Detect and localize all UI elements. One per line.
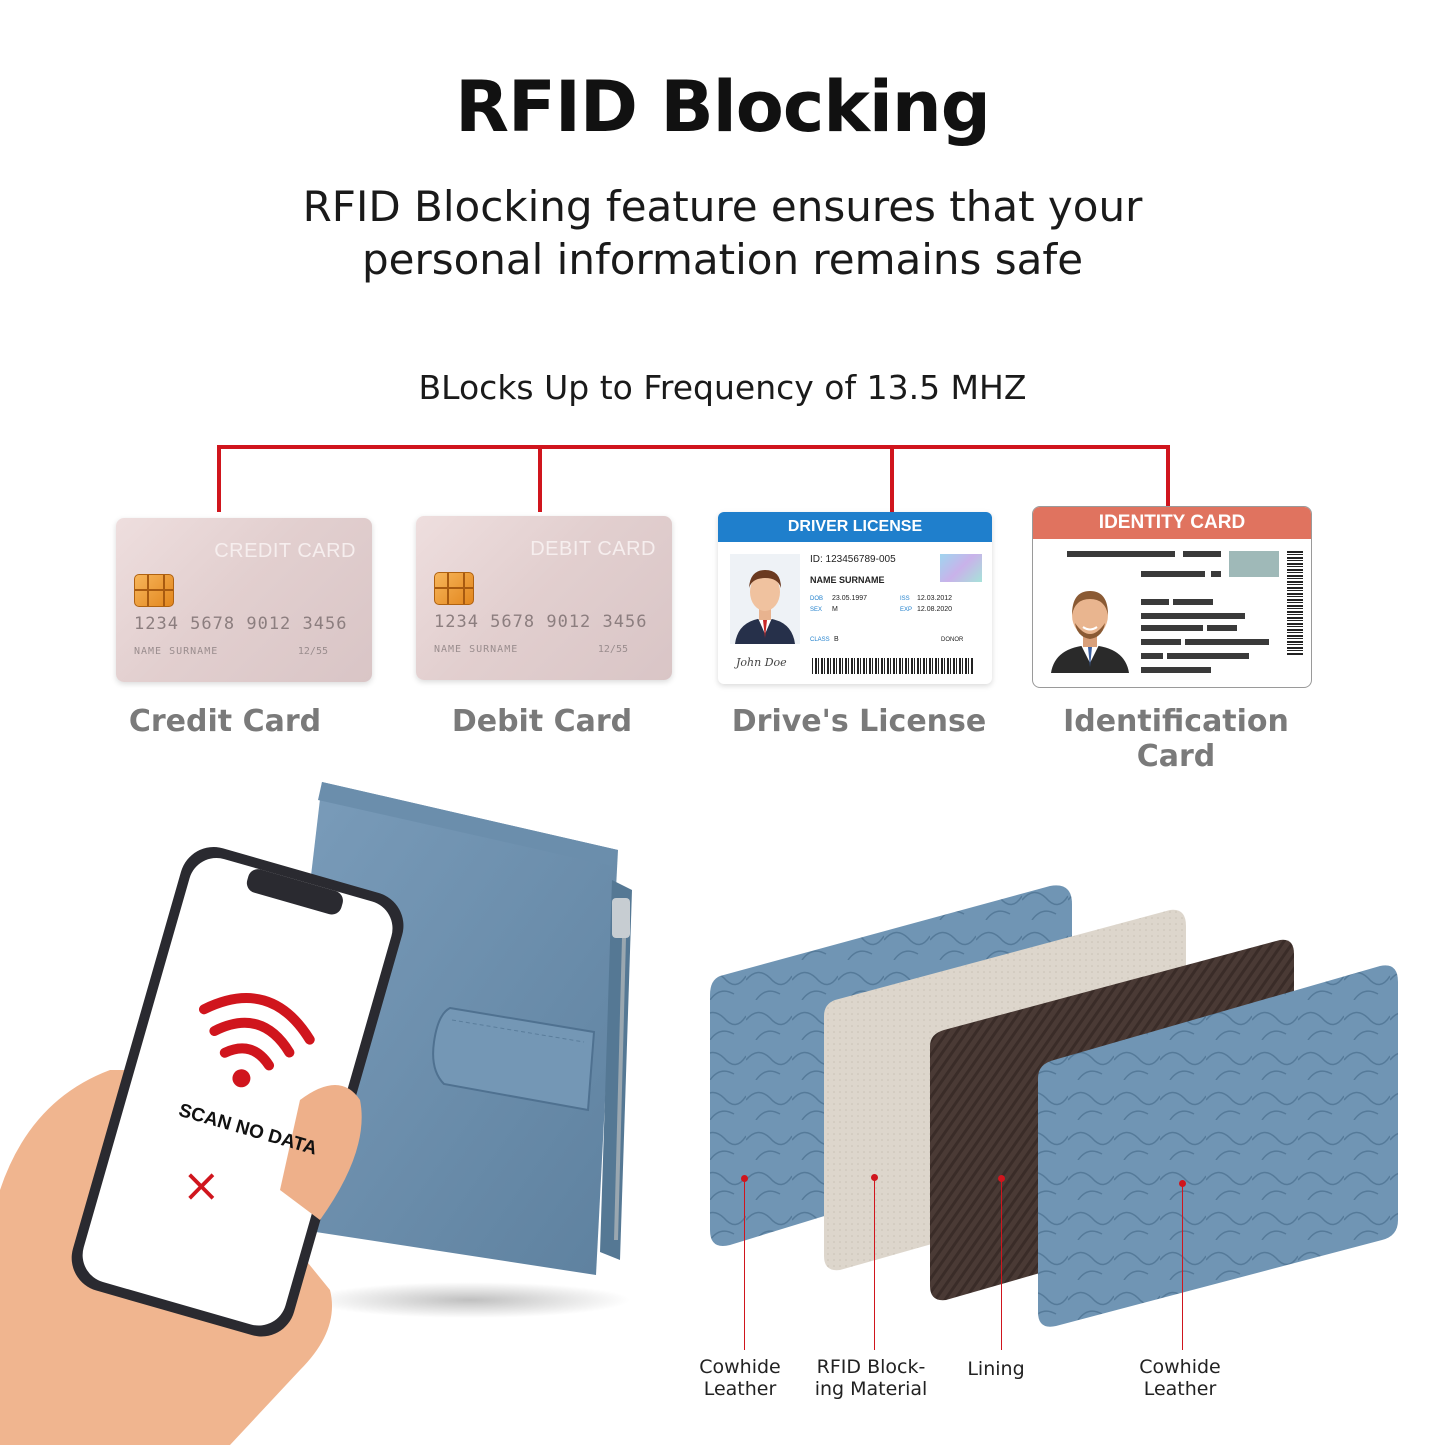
id-text-bar [1141, 653, 1163, 659]
driver-id: ID: 123456789-005 [810, 554, 896, 565]
page-title: RFID Blocking [455, 66, 991, 148]
debit-card-label: Debit Card [451, 704, 633, 739]
driver-class-label: CLASS [810, 637, 830, 643]
layer-stack-illustration [710, 885, 1398, 1327]
chip-icon [134, 574, 174, 607]
id-text-bar [1141, 613, 1245, 619]
wallet-phone-illustration [0, 782, 632, 1445]
world-map-icon [1229, 551, 1279, 577]
id-text-bar [1141, 599, 1169, 605]
driver-donor: DONOR [941, 637, 964, 643]
identity-card-label: Identification Card [1063, 704, 1289, 774]
id-text-bar [1141, 625, 1203, 631]
connector-drop-credit [217, 445, 221, 512]
driver-class: B [834, 636, 839, 643]
layer-cowhide-front [1038, 965, 1398, 1327]
credit-card-image: CREDIT CARD 1234 5678 9012 3456 NAME SUR… [116, 518, 372, 682]
id-text-bar [1141, 667, 1211, 673]
driver-sex: M [832, 606, 838, 613]
person-photo-icon [730, 554, 800, 644]
credit-card-title: CREDIT CARD [214, 540, 356, 562]
barcode-icon [812, 658, 974, 674]
connector-horizontal [217, 445, 1170, 449]
person-photo-icon [1051, 591, 1129, 673]
driver-dob: 23.05.1997 [832, 595, 868, 602]
page-subtitle: RFID Blocking feature ensures that your … [220, 180, 1225, 286]
frequency-heading: BLocks Up to Frequency of 13.5 MHZ [418, 368, 1027, 407]
driver-iss-label: ISS [900, 596, 910, 602]
pin-line-rfid [874, 1177, 875, 1350]
card-number: 1234 5678 9012 3456 [434, 612, 648, 632]
id-text-bar [1141, 571, 1205, 577]
card-expiry: 12/55 [597, 644, 628, 655]
card-name: NAME SURNAME [434, 644, 519, 655]
chip-icon [434, 572, 474, 605]
driver-license-label: Drive's License [731, 704, 987, 739]
connector-drop-identity [1166, 445, 1170, 512]
debit-card-title: DEBIT CARD [530, 538, 656, 560]
layer-label-cowhide-front: Cowhide Leather [1139, 1356, 1221, 1400]
id-text-bar [1167, 653, 1249, 659]
hologram-icon [940, 554, 982, 582]
identity-card-title: IDENTITY CARD [1033, 507, 1311, 539]
card-expiry: 12/55 [297, 646, 328, 657]
driver-sex-label: SEX [810, 607, 823, 613]
driver-license-image: DRIVER LICENSE ID: 123456789-005 NAME SU… [718, 512, 992, 684]
layer-label-lining: Lining [967, 1358, 1025, 1380]
card-name: NAME SURNAME [134, 646, 219, 657]
driver-license-title: DRIVER LICENSE [718, 512, 992, 542]
driver-name: NAME SURNAME [810, 575, 885, 585]
pin-line-cowhide-back [744, 1178, 745, 1350]
id-text-bar [1211, 571, 1221, 577]
layer-label-cowhide-back: Cowhide Leather [699, 1356, 781, 1400]
thumb-icon [280, 1085, 362, 1220]
connector-drop-debit [538, 445, 542, 512]
id-text-bar [1207, 625, 1237, 631]
driver-dob-label: DOB [810, 596, 824, 602]
driver-exp-label: EXP [900, 607, 913, 613]
id-text-bar [1183, 551, 1221, 557]
id-text-bar [1173, 599, 1213, 605]
id-text-bar [1185, 639, 1269, 645]
debit-card-image: DEBIT CARD 1234 5678 9012 3456 NAME SURN… [416, 516, 672, 680]
close-icon: × [182, 1158, 221, 1212]
wifi-icon [198, 993, 315, 1071]
pin-line-cowhide-front [1182, 1183, 1183, 1350]
credit-card-label: Credit Card [128, 704, 322, 739]
connector-drop-driver [890, 445, 894, 515]
id-text-bar [1067, 551, 1175, 557]
driver-signature: John Doe [736, 656, 787, 669]
subtitle-line-1: RFID Blocking feature ensures that your [302, 182, 1143, 231]
driver-exp: 12.08.2020 [917, 606, 953, 613]
id-text-bar [1141, 639, 1181, 645]
subtitle-line-2: personal information remains safe [361, 235, 1084, 284]
barcode-icon [1287, 551, 1303, 655]
layer-label-rfid: RFID Block- ing Material [814, 1356, 928, 1400]
card-number: 1234 5678 9012 3456 [134, 614, 348, 634]
identity-card-image: IDENTITY CARD [1032, 506, 1312, 688]
pin-line-lining [1001, 1178, 1002, 1350]
driver-iss: 12.03.2012 [917, 595, 953, 602]
